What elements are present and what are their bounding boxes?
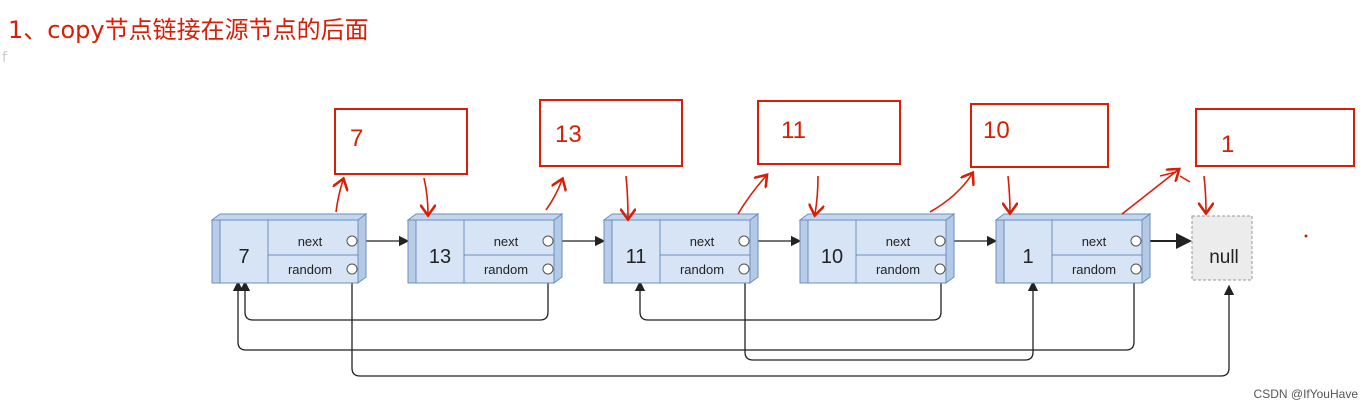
- random-1-to-7: [232, 276, 1135, 351]
- node-value: 1: [1022, 246, 1033, 268]
- node-1: 1 next random: [994, 213, 1152, 284]
- stray-text: f: [2, 50, 7, 66]
- watermark: CSDN @IfYouHave: [1253, 387, 1358, 401]
- null-node: null: [1191, 215, 1253, 281]
- red-arrow-11-to-copy: [737, 176, 766, 215]
- node-7: 7 next random: [210, 213, 368, 284]
- next-label: next: [298, 234, 323, 249]
- copy-node-11: 11: [757, 100, 901, 165]
- red-arrow-copy-13-to-11: [626, 175, 628, 218]
- copy-value: 1: [1221, 131, 1234, 158]
- node-13: 13 next random: [406, 213, 564, 284]
- node-value: 13: [429, 246, 451, 268]
- copy-value: 7: [350, 125, 363, 152]
- next-label: next: [1082, 234, 1107, 249]
- random-label: random: [484, 262, 528, 277]
- random-13-to-7: [239, 276, 549, 321]
- random-label: random: [1072, 262, 1116, 277]
- copy-node-7: 7: [334, 108, 468, 175]
- random-7-to-null: [351, 276, 1235, 377]
- copy-node-1: 1: [1195, 108, 1355, 167]
- random-label: random: [876, 262, 920, 277]
- red-arrow-copy-11-to-10: [815, 175, 818, 214]
- copy-node-13: 13: [539, 99, 683, 167]
- red-arrow-7-to-copy: [336, 180, 343, 213]
- red-arrow-copy-7-to-13: [424, 177, 428, 214]
- random-11-to-1: [744, 276, 1039, 361]
- red-arrow-copy-1-to-null: [1204, 175, 1206, 212]
- node-value: 10: [821, 246, 843, 268]
- red-arrow-copy-10-to-1: [1008, 175, 1010, 212]
- node-value: 7: [238, 246, 249, 268]
- copy-value: 10: [983, 117, 1010, 144]
- node-value: 11: [626, 246, 647, 268]
- red-arrow-1-to-copy: [1121, 170, 1178, 215]
- random-label: random: [288, 262, 332, 277]
- next-label: next: [494, 234, 519, 249]
- copy-node-10: 10: [970, 103, 1109, 168]
- red-link-arrows: [336, 170, 1206, 218]
- node-11: 11 next random: [602, 213, 760, 284]
- copy-value: 11: [781, 117, 806, 144]
- node-10: 10 next random: [798, 213, 956, 284]
- next-label: next: [690, 234, 715, 249]
- red-arrow-10-to-copy: [929, 174, 972, 213]
- next-label: next: [886, 234, 911, 249]
- copy-nodes: 7 13 11 10 1: [334, 99, 1355, 175]
- random-pointers: [232, 276, 1235, 377]
- random-label: random: [680, 262, 724, 277]
- red-arrow-13-to-copy: [545, 180, 562, 211]
- red-dot: [1304, 234, 1308, 238]
- copy-value: 13: [555, 121, 582, 148]
- random-10-to-11: [634, 276, 942, 321]
- page-title: 1、copy节点链接在源节点的后面: [8, 16, 369, 44]
- null-label: null: [1209, 247, 1239, 268]
